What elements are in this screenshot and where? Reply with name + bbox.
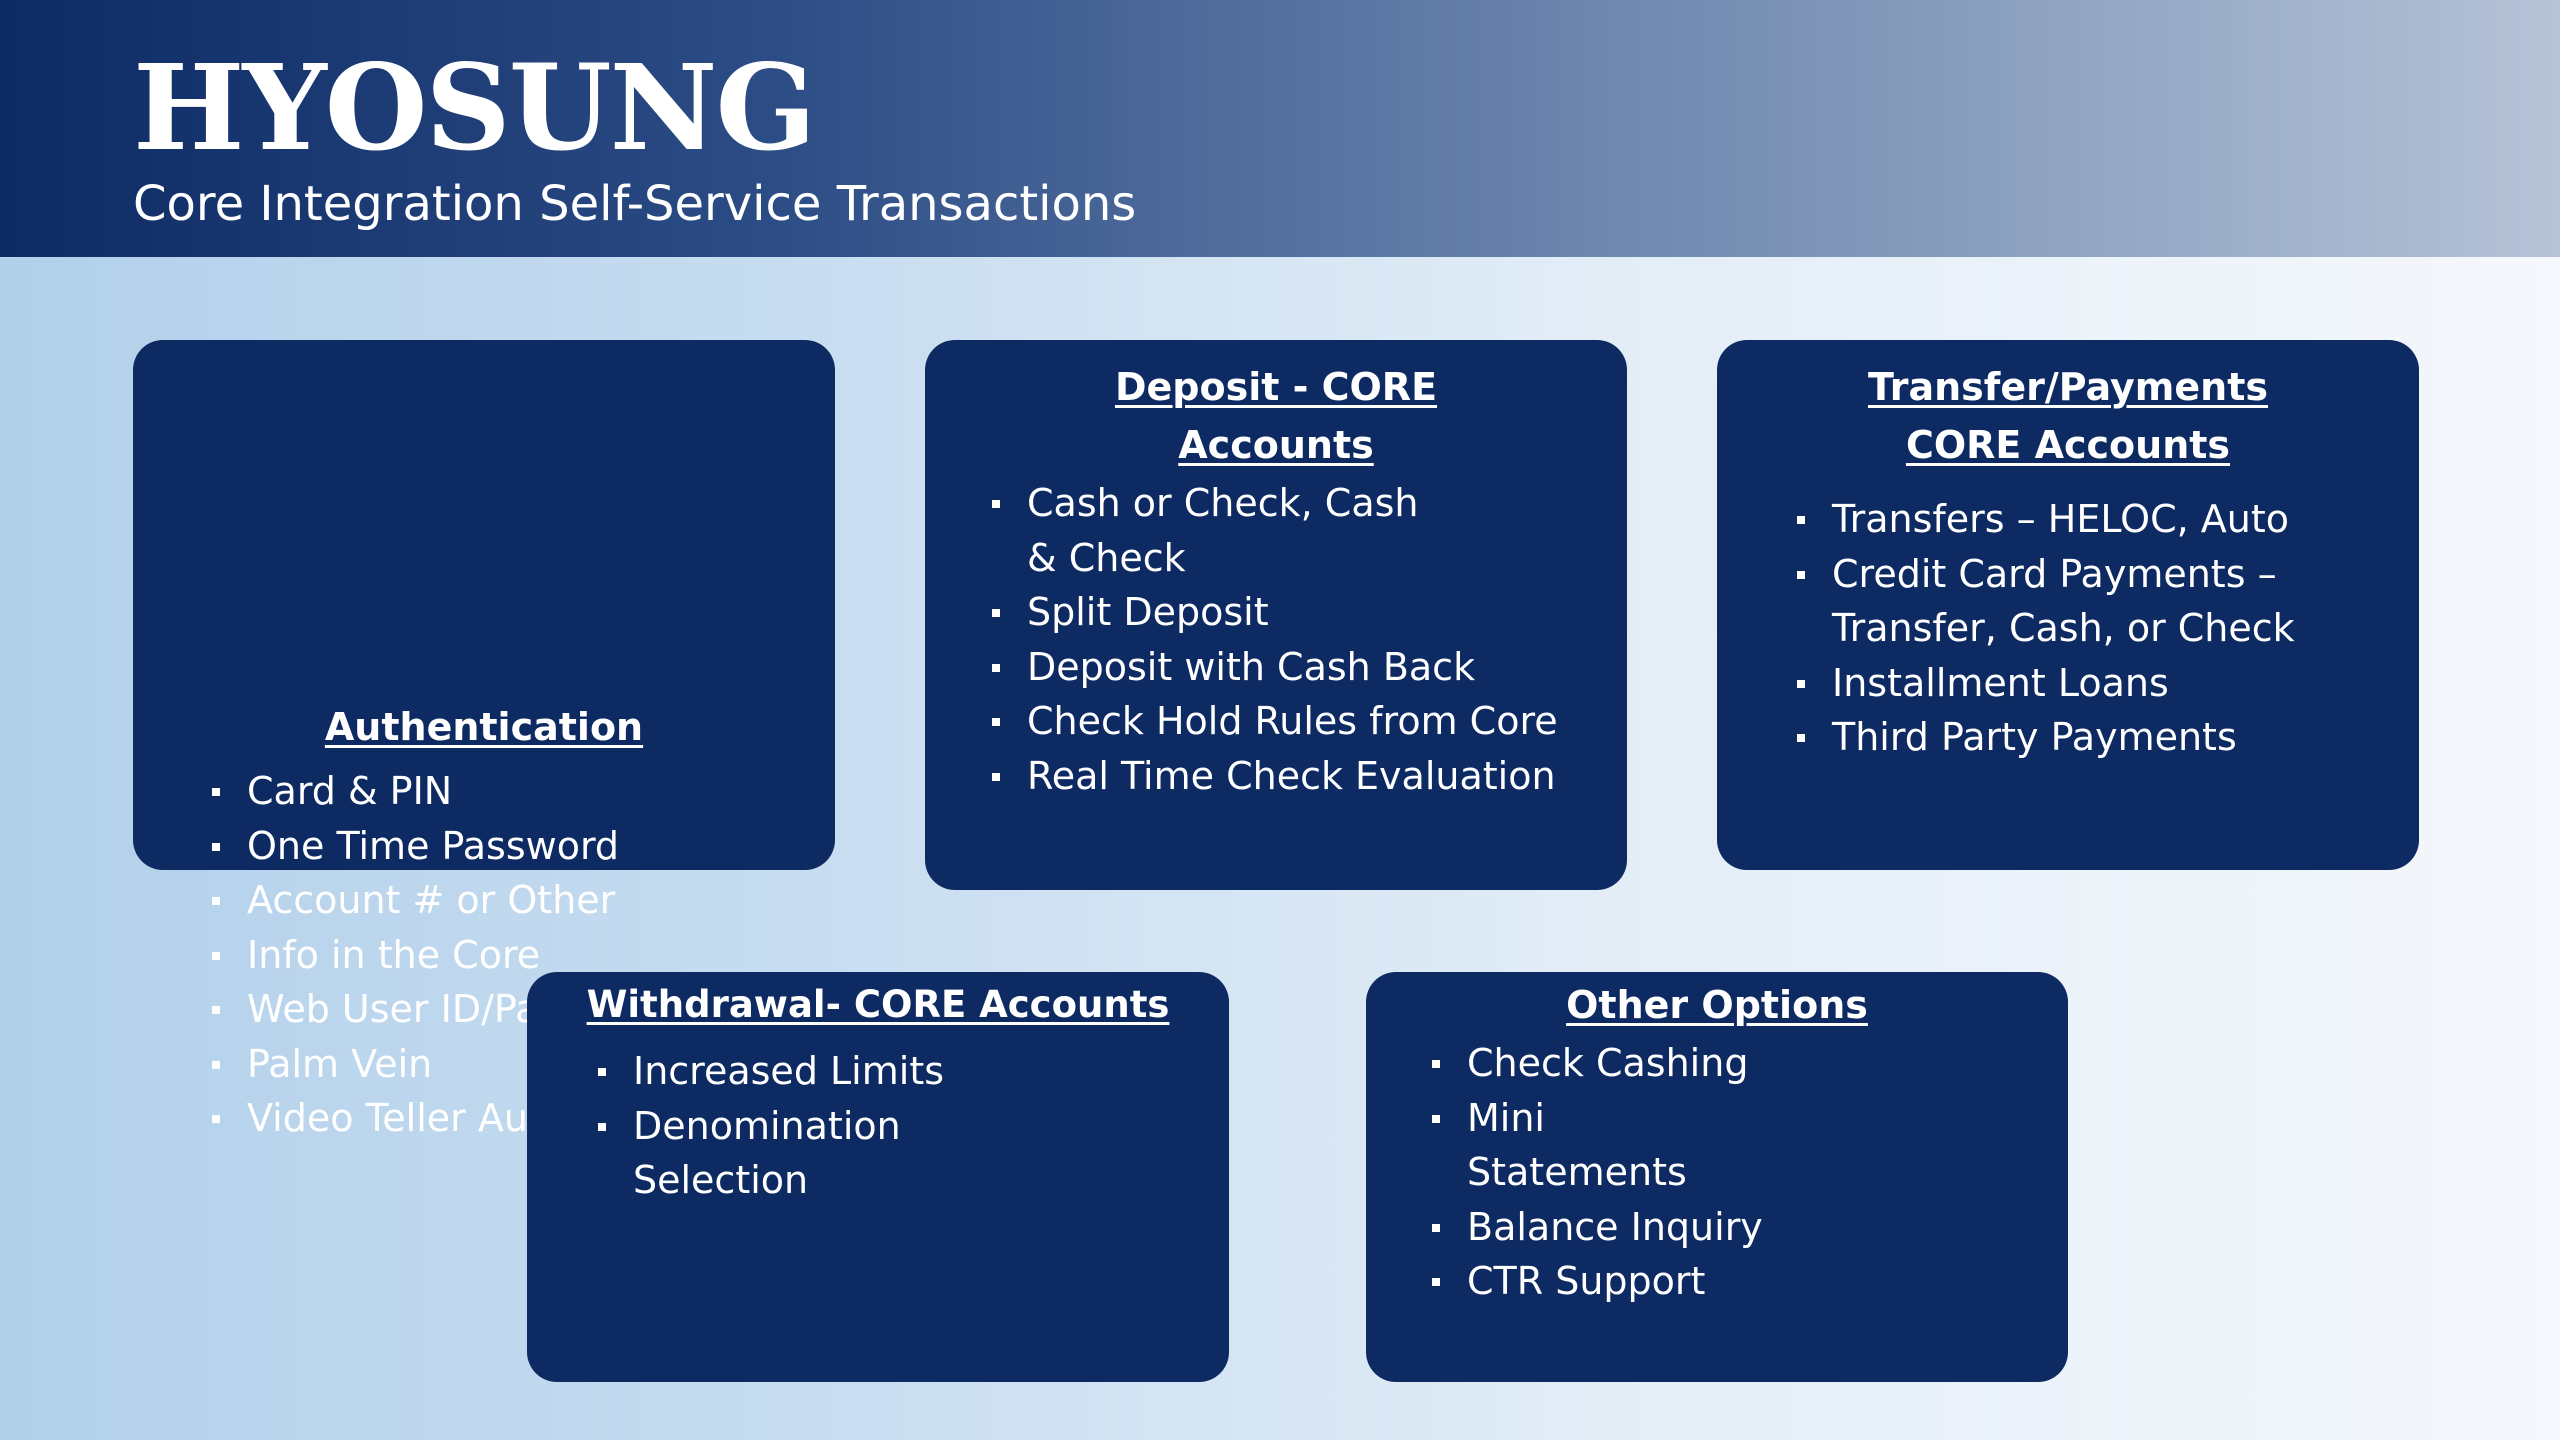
list-item: Third Party Payments (1794, 710, 2394, 765)
list-item: Credit Card Payments – Transfer, Cash, o… (1794, 547, 2352, 656)
card-other-options: Other Options Check Cashing Mini Stateme… (1366, 972, 2068, 1382)
list-item: Cash or Check, Cash & Check (989, 476, 1457, 585)
card-list: Check Cashing Mini Statements Balance In… (1429, 1036, 2029, 1309)
list-item: Deposit with Cash Back (989, 640, 1609, 695)
list-item: Increased Limits (595, 1044, 1195, 1099)
hyosung-logo: HYOSUNG (133, 38, 816, 177)
list-item: Check Hold Rules from Core (989, 694, 1609, 749)
list-item: Palm Vein (209, 1037, 809, 1092)
card-title: Other Options (1566, 983, 1868, 1027)
card-title: Authentication (324, 705, 644, 749)
list-item: Balance Inquiry (1429, 1200, 2029, 1255)
page-subtitle: Core Integration Self-Service Transactio… (133, 176, 1137, 232)
list-item: Info in the Core (209, 928, 809, 983)
list-item: CTR Support (1429, 1254, 2029, 1309)
list-item: Account # or Other (209, 873, 809, 928)
card-title: Deposit - CORE Accounts (1114, 365, 1438, 467)
card-title: Withdrawal- CORE Accounts (586, 983, 1170, 1026)
card-list: Transfers – HELOC, Auto Credit Card Paym… (1794, 492, 2394, 765)
list-item: Denomination Selection (595, 1099, 933, 1208)
card-list: Increased Limits Denomination Selection (595, 1044, 1195, 1208)
list-item: Mini Statements (1429, 1091, 1687, 1200)
list-item: Card & PIN (209, 764, 809, 819)
list-item: Split Deposit (989, 585, 1609, 640)
card-title: Transfer/Payments CORE Accounts (1867, 365, 2268, 467)
list-item: Check Cashing (1429, 1036, 2029, 1091)
list-item: Installment Loans (1794, 656, 2394, 711)
list-item: One Time Password (209, 819, 809, 874)
list-item: Real Time Check Evaluation (989, 749, 1609, 804)
list-item: Transfers – HELOC, Auto (1794, 492, 2394, 547)
card-transfer-payments: Transfer/Payments CORE Accounts Transfer… (1717, 340, 2419, 870)
card-list: Cash or Check, Cash & Check Split Deposi… (989, 476, 1609, 803)
card-withdrawal: Withdrawal- CORE Accounts Increased Limi… (527, 972, 1229, 1382)
card-authentication: Authentication Card & PIN One Time Passw… (133, 340, 835, 1140)
header-banner: HYOSUNG Core Integration Self-Service Tr… (0, 0, 2560, 257)
card-deposit: Deposit - CORE Accounts Cash or Check, C… (925, 340, 1627, 890)
